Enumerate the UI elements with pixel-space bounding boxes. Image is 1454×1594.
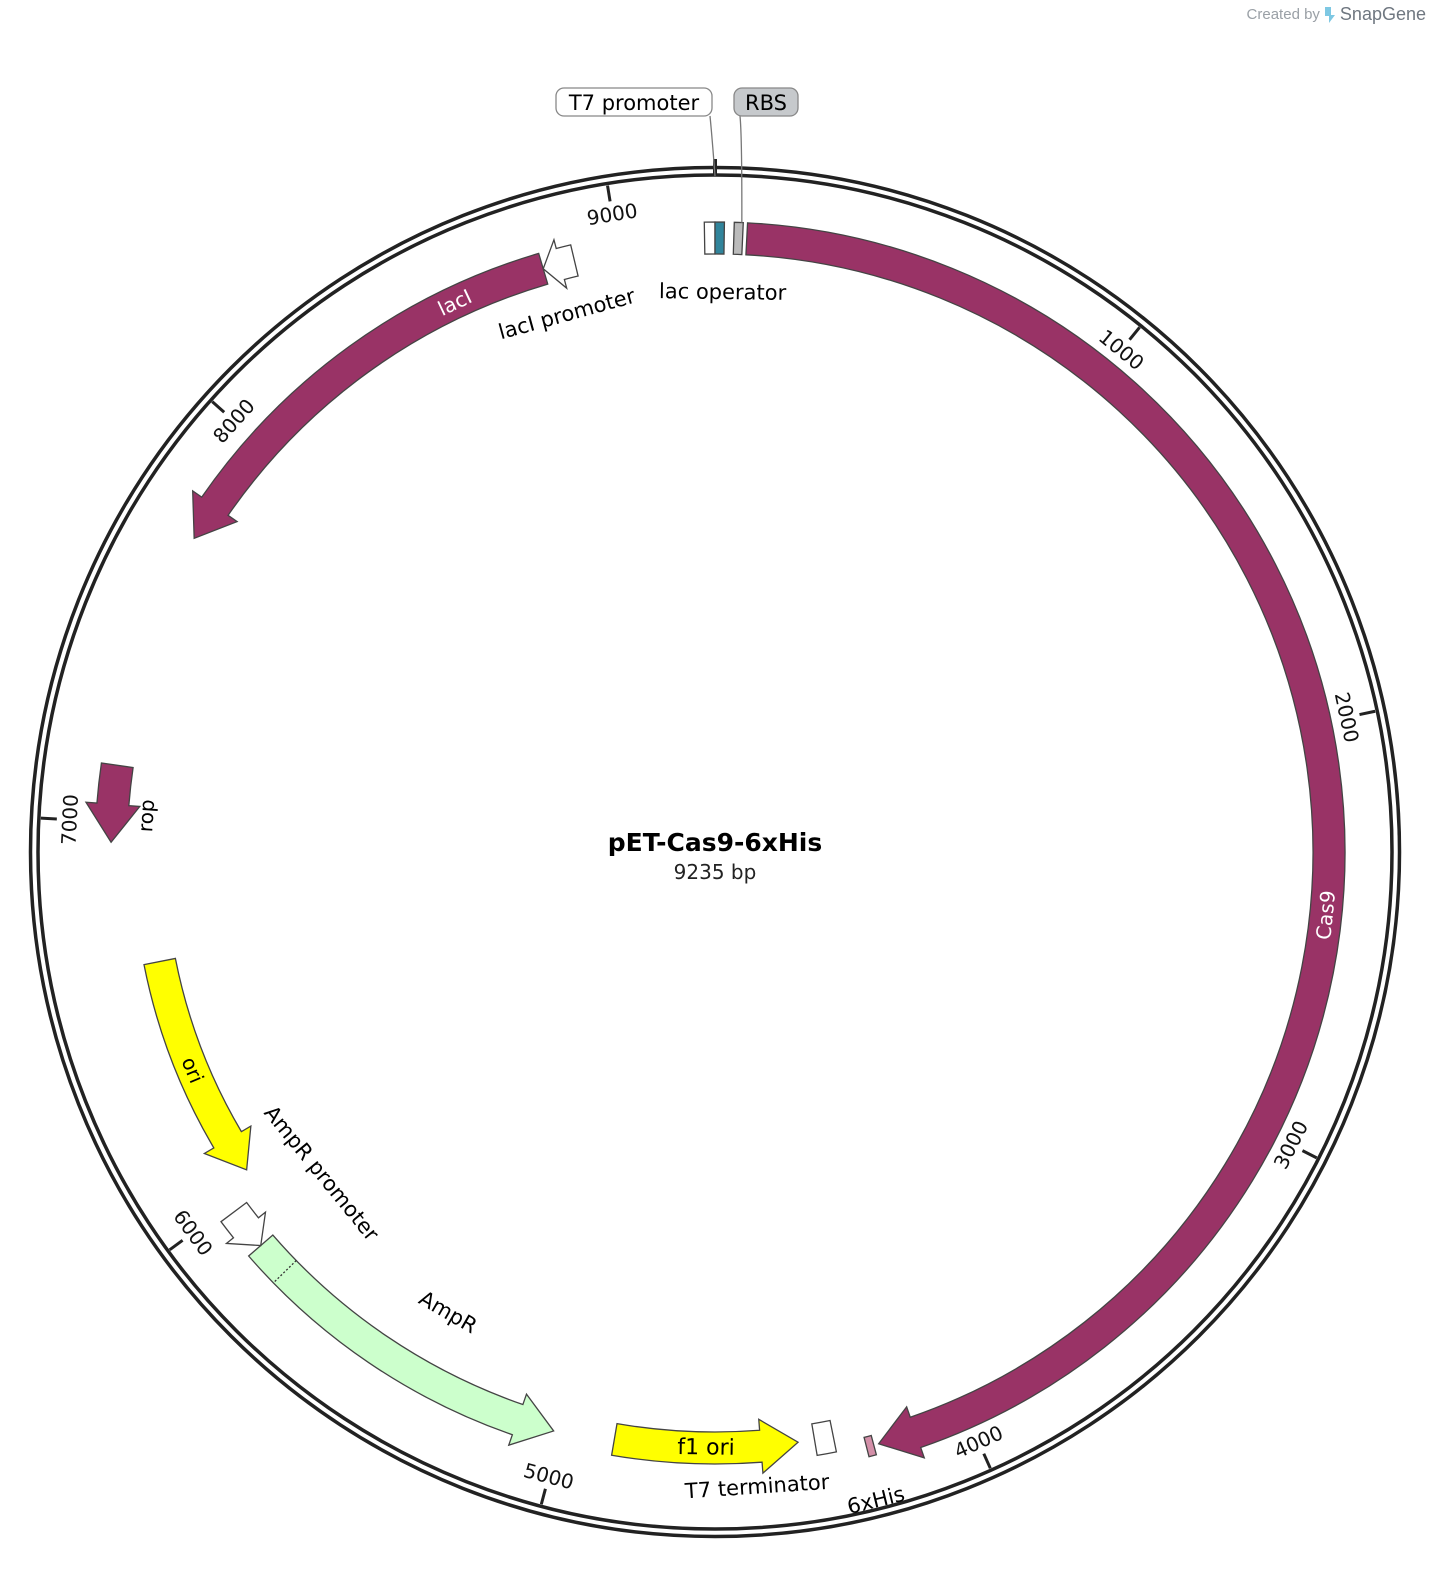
feature-ampr-promoter[interactable]: AmpR promoter — [220, 1101, 384, 1247]
f1-ori-label: f1 ori — [677, 1435, 735, 1461]
feature-lac-operator[interactable]: lac operator — [659, 221, 787, 305]
tick-mark — [1128, 326, 1141, 341]
ori-shape — [143, 957, 252, 1171]
callout-label: T7 promoter — [568, 91, 700, 115]
credit-prefix: Created by — [1246, 6, 1320, 23]
callout-leader-line — [709, 115, 716, 177]
feature-ampr[interactable]: AmpR — [247, 1234, 555, 1447]
tick-mark — [168, 1239, 184, 1251]
f1-ori-shape — [610, 1418, 800, 1475]
tick-mark — [211, 400, 226, 414]
lac-operator-2-shape — [714, 221, 726, 255]
rbs-shape — [732, 221, 744, 256]
feature-ori[interactable]: ori — [143, 957, 252, 1171]
tick-mark — [982, 1453, 992, 1469]
ampr-label: AmpR — [415, 1286, 481, 1338]
laci-shape — [191, 252, 549, 540]
6xhis-shape — [863, 1434, 878, 1458]
callouts: T7 promoter RBS — [555, 87, 799, 223]
cas9-shape — [745, 222, 1346, 1459]
tick-label: 9000 — [585, 198, 639, 230]
cas9-label: Cas9 — [1311, 889, 1340, 941]
feature-cas9[interactable]: Cas9 — [745, 222, 1346, 1459]
feature-rbs[interactable] — [732, 221, 744, 256]
tick-label: 6000 — [168, 1205, 217, 1260]
callout-t7-promoter[interactable]: T7 promoter — [555, 87, 716, 177]
feature-rop[interactable]: rop — [84, 762, 159, 844]
credit-brand: SnapGene — [1339, 4, 1426, 24]
tick-label: 5000 — [521, 1458, 576, 1494]
t7-terminator-label: T7 terminator — [683, 1470, 830, 1504]
t7-terminator-shape — [811, 1419, 838, 1457]
snapgene-credit: Created by SnapGene — [1247, 4, 1426, 25]
rop-shape — [84, 762, 142, 844]
feature-lac-operator-2[interactable] — [714, 221, 726, 255]
tick-mark — [1359, 709, 1376, 717]
laci-promoter-shape — [542, 237, 579, 290]
tick-mark — [40, 816, 57, 821]
tick-mark — [1301, 1149, 1318, 1160]
callout-box — [555, 87, 713, 117]
rop-label: rop — [133, 799, 159, 833]
ampr-signal-divider — [272, 1260, 297, 1284]
callout-box — [733, 87, 799, 117]
plasmid-size: 9235 bp — [674, 860, 757, 884]
feature-laci[interactable]: lacI — [191, 252, 549, 540]
callout-rbs[interactable]: RBS — [733, 87, 799, 223]
tick-label: 7000 — [57, 794, 84, 846]
lac-operator-label: lac operator — [659, 279, 787, 305]
callout-leader-line — [739, 115, 743, 223]
snapgene-logo-icon — [1324, 6, 1335, 23]
ampr-promoter-label: AmpR promoter — [259, 1101, 383, 1246]
ampr-shape — [247, 1234, 555, 1447]
feature-f1-ori[interactable]: f1 ori — [610, 1418, 800, 1475]
ampr-promoter-shape — [220, 1201, 267, 1247]
tick-mark — [539, 1488, 547, 1505]
plasmid-name: pET-Cas9-6xHis — [608, 828, 823, 857]
lac-operator-shape — [703, 221, 716, 255]
callout-label: RBS — [745, 91, 787, 115]
tick-mark — [606, 185, 612, 202]
